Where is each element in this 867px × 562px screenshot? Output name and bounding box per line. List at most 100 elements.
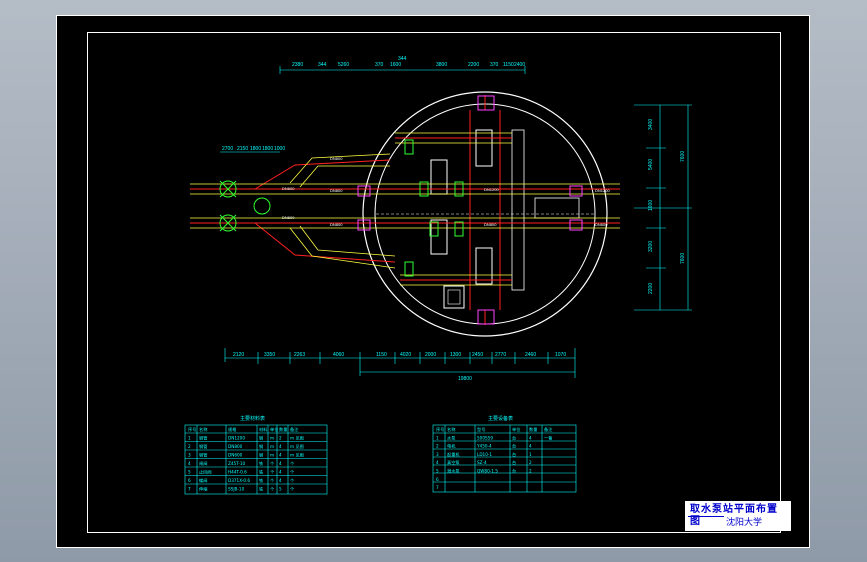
left-dim-2: 2150 xyxy=(237,146,248,152)
material-table-header-0-1: 名称 xyxy=(199,426,207,433)
equipment-table-cell-5-1: 潜水泵 xyxy=(447,468,460,475)
equipment-table-cell-7-0: 7 xyxy=(436,485,439,490)
left-dim-4: 1800 xyxy=(262,146,273,152)
equipment-table-cell-3-3: 台 xyxy=(512,451,516,458)
equipment-table-cell-5-0: 5 xyxy=(436,469,439,474)
material-table-cell-7-0: 7 xyxy=(188,487,191,492)
material-table-cell-7-5: 5 xyxy=(279,487,282,492)
material-table-cell-2-1: 钢管 xyxy=(199,443,207,450)
drawing-name: 取水泵站平面布置图 xyxy=(690,504,778,527)
material-table-cell-4-3: 铁 xyxy=(259,460,264,467)
valves xyxy=(219,139,464,277)
station-walls xyxy=(362,91,608,337)
pipe-label-8: DN600 xyxy=(595,222,608,227)
material-table-cell-3-4: m xyxy=(270,453,274,458)
equipment-table-cell-6-0: 6 xyxy=(436,477,439,482)
material-table-cell-7-1: 伸缩 xyxy=(199,486,207,493)
bottom-dim-1: 2120 xyxy=(233,352,244,358)
pipe-label-3: DN600 xyxy=(282,215,295,220)
material-table-cell-3-2: DN600 xyxy=(228,453,243,458)
equipment-table-cell-2-1: 电机 xyxy=(447,443,456,450)
pipe-walls xyxy=(190,132,620,286)
equipment-table-header-0-5: 备注 xyxy=(544,426,553,433)
material-table-cell-5-5: 4 xyxy=(279,470,282,475)
top-dim-4: 370 xyxy=(375,62,384,68)
material-table-cell-4-6: 个 xyxy=(290,461,295,466)
bottom-dim-ticks xyxy=(257,352,549,376)
equipment-table-header-0-4: 数量 xyxy=(529,426,537,433)
material-table-header-0-3: 材料 xyxy=(259,426,268,433)
pipe-label-9: DN800 xyxy=(484,222,497,227)
right-dim-3: 1600 xyxy=(648,200,654,211)
equipment-table-header-0-3: 单位 xyxy=(512,426,520,433)
right-dim-2: 5400 xyxy=(648,159,654,170)
equipment-table-cell-2-2: Y450-4 xyxy=(476,444,492,449)
pipe-label-2: DN800 xyxy=(330,188,343,193)
material-table-cell-6-5: 4 xyxy=(279,478,282,483)
bottom-dim-9: 2450 xyxy=(472,352,483,358)
equipment-table-header-0-0: 序号 xyxy=(436,426,444,433)
material-table-cell-2-3: 钢 xyxy=(259,443,263,450)
equipment-table-cell-5-2: QW80-1.5 xyxy=(477,469,498,474)
material-table-header-0-5: 数量 xyxy=(279,426,287,433)
material-table-cell-7-4: 个 xyxy=(270,487,275,492)
material-table-cell-7-3: 铁 xyxy=(259,486,264,493)
right-dim-1: 3400 xyxy=(648,119,654,130)
material-table-header-0-4: 单位 xyxy=(270,426,278,433)
material-table-cell-5-0: 5 xyxy=(188,470,191,475)
material-table-cell-3-6: m 见图 xyxy=(290,453,304,459)
material-table-cell-4-2: Z45T-10 xyxy=(228,461,246,466)
equipment-table-cell-4-4: 2 xyxy=(529,460,532,465)
material-table-cell-5-6: 个 xyxy=(290,470,295,475)
material-table-cell-6-6: 个 xyxy=(290,478,295,483)
equipment-table-cell-3-2: LD10-1 xyxy=(477,452,492,457)
material-table-cell-3-0: 3 xyxy=(188,453,191,458)
top-dim-8: 370 xyxy=(490,62,499,68)
equipment-table-header-0-1: 名称 xyxy=(447,426,455,433)
bottom-dim-6: 4020 xyxy=(400,352,411,358)
material-table-cell-6-4: 个 xyxy=(270,478,275,483)
material-table-cell-5-1: 止回阀 xyxy=(199,469,212,476)
material-table-cell-2-2: DN800 xyxy=(228,444,243,449)
top-dim-10: 2400 xyxy=(514,62,525,68)
material-table xyxy=(184,424,328,495)
bottom-dim-total: 19800 xyxy=(458,376,472,382)
material-table-cell-1-6: m 见图 xyxy=(290,436,304,442)
equipment-table-cell-1-3: 台 xyxy=(512,434,516,441)
material-table-cell-3-3: 钢 xyxy=(259,452,263,459)
equipment-table-cell-1-1: 水泵 xyxy=(447,434,455,440)
material-table-cell-6-0: 6 xyxy=(188,478,191,483)
right-dim-5: 2200 xyxy=(648,283,654,294)
right-total-2: 7600 xyxy=(680,253,686,264)
bottom-dim-3: 2263 xyxy=(294,352,305,358)
equipment-table-cell-4-2: SZ-4 xyxy=(477,460,487,465)
pipe-label-7: DN1200 xyxy=(595,188,610,193)
equipment-table-cell-2-4: 4 xyxy=(529,444,532,449)
material-table-cell-1-1: 钢管 xyxy=(199,435,207,442)
material-table-cell-5-4: 个 xyxy=(270,470,275,475)
equipment-table-header-0-2: 型号 xyxy=(477,426,485,433)
material-table-cell-7-6: 个 xyxy=(290,487,295,492)
material-table-cell-7-2: SSJB-10 xyxy=(228,487,245,492)
left-dim-3: 1800 xyxy=(250,146,261,152)
material-table-cell-4-4: 个 xyxy=(270,461,275,466)
pump-units xyxy=(430,129,493,285)
dimension-lines xyxy=(220,66,692,378)
equipment-table-cell-4-0: 4 xyxy=(436,460,439,465)
material-table-cell-6-1: 蝶阀 xyxy=(199,477,207,484)
material-table-cell-3-5: 4 xyxy=(279,453,282,458)
equipment-table-cell-3-1: 起重机 xyxy=(447,451,460,458)
fittings xyxy=(357,95,583,325)
material-table-cell-2-4: m xyxy=(270,444,274,449)
equipment-table-cell-4-3: 台 xyxy=(512,459,516,466)
equipment-table-cell-2-3: 台 xyxy=(512,443,516,450)
material-table-cell-6-2: D371X-0.6 xyxy=(228,478,250,483)
material-table-cell-1-5: 2 xyxy=(279,436,282,441)
bottom-dim-7: 2000 xyxy=(425,352,436,358)
material-table-title: 主要材料表 xyxy=(240,415,265,422)
material-table-cell-4-0: 4 xyxy=(188,461,191,466)
equipment-table-cell-3-0: 3 xyxy=(436,452,439,457)
material-table-cell-3-1: 钢管 xyxy=(199,452,207,459)
